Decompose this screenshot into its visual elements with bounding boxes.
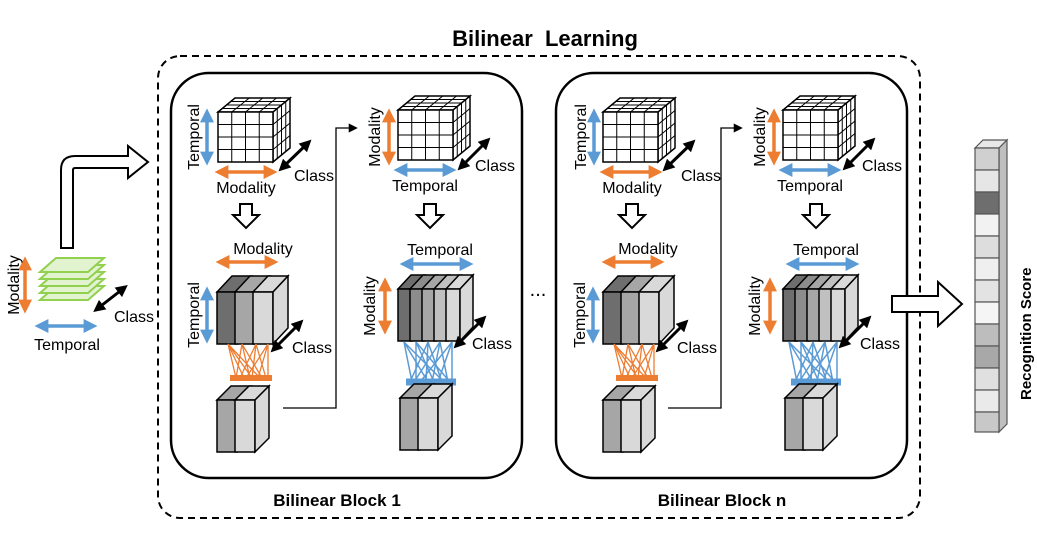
bilinear-block-n: Bilinear Block n Temporal Modality Class… xyxy=(554,71,909,510)
block-n-route-line xyxy=(668,123,743,409)
input-temporal-label: Temporal xyxy=(34,337,100,354)
blocks-to-score-arrow xyxy=(891,279,964,329)
blocks-ellipsis: ... xyxy=(530,279,547,301)
input-modality-label: Modality xyxy=(6,255,23,315)
tensor-nb-class-label: Class xyxy=(862,158,902,175)
feature-1a-temporal-label: Temporal xyxy=(186,282,203,348)
tensor-1a-temporal-label: Temporal xyxy=(186,104,203,170)
down-arrow-nb xyxy=(800,203,832,230)
tensor-1a-modality-label: Modality xyxy=(216,180,276,197)
feature-nb xyxy=(781,273,860,343)
tensor-1b xyxy=(395,94,473,162)
input-class-label: Class xyxy=(114,309,154,326)
feature-nb-class-arrow xyxy=(838,315,872,349)
feature-1b-temporal-label: Temporal xyxy=(407,242,473,259)
feature-1b-class-label: Class xyxy=(472,336,512,353)
tensor-1a xyxy=(215,96,293,164)
block-1-caption: Bilinear Block 1 xyxy=(273,491,401,510)
tensor-nb-temporal-label: Temporal xyxy=(777,178,843,195)
tensor-na-modality-label: Modality xyxy=(602,180,662,197)
bilinear-block-1: Bilinear Block 1 Temporal Modality Class… xyxy=(169,71,524,510)
block-1-frame xyxy=(169,71,524,480)
feature-na-temporal-label: Temporal xyxy=(572,282,589,348)
connections-1a xyxy=(227,343,269,379)
block-n-frame xyxy=(554,71,909,480)
tensor-na-class-label: Class xyxy=(681,168,721,185)
tensor-nb xyxy=(780,94,858,162)
feature-nb-class-label: Class xyxy=(860,336,900,353)
tensor-1a-class-label: Class xyxy=(294,168,334,185)
tensor-na-temporal-label: Temporal xyxy=(573,104,590,170)
feature-na-class-label: Class xyxy=(677,340,717,357)
tensor-1b-temporal-label: Temporal xyxy=(392,178,458,195)
connections-1b xyxy=(403,341,453,383)
down-arrow-1a xyxy=(230,203,262,230)
connections-nb xyxy=(788,341,838,383)
tensor-na xyxy=(600,96,678,164)
feature-1a xyxy=(215,274,290,346)
output-nb xyxy=(783,382,839,452)
output-na xyxy=(601,384,657,454)
feature-1b-class-arrow xyxy=(453,315,487,349)
tensor-1a-class-arrow xyxy=(278,139,312,172)
connections-na xyxy=(613,343,655,379)
tensor-1b-class-arrow xyxy=(457,137,491,171)
stacked-green-sheets-icon xyxy=(37,257,107,301)
feature-na-modality-label: Modality xyxy=(618,241,678,258)
tensor-na-class-arrow xyxy=(662,139,696,172)
feature-na xyxy=(601,274,676,346)
feature-1b xyxy=(396,273,475,343)
down-arrow-na xyxy=(616,203,648,230)
class-axis-arrow xyxy=(93,285,128,312)
feature-nb-temporal-label: Temporal xyxy=(793,242,859,259)
output-1a xyxy=(215,384,271,454)
input-stack: Modality Temporal Class xyxy=(6,255,154,354)
block-n-caption: Bilinear Block n xyxy=(658,491,786,510)
tensor-nb-class-arrow xyxy=(842,137,876,171)
bilinear-learning-frame xyxy=(157,55,921,519)
feature-1b-modality-label: Modality xyxy=(362,276,379,336)
tensor-nb-modality-label: Modality xyxy=(752,107,769,167)
block-1-route-line xyxy=(283,123,358,409)
feature-na-class-arrow xyxy=(655,319,689,353)
feature-nb-modality-label: Modality xyxy=(747,276,764,336)
score-column-icon xyxy=(973,138,1009,434)
feature-1a-modality-label: Modality xyxy=(233,241,293,258)
diagram-title: Bilinear Learning xyxy=(452,26,638,51)
tensor-1b-class-label: Class xyxy=(475,158,515,175)
feature-1a-class-label: Class xyxy=(292,340,332,357)
feature-1a-class-arrow xyxy=(270,319,304,353)
down-arrow-1b xyxy=(414,203,446,230)
output-1b xyxy=(398,382,454,452)
input-to-blocks-arrow xyxy=(60,143,150,249)
recognition-score-label: Recognition Score xyxy=(1018,267,1035,400)
tensor-1b-modality-label: Modality xyxy=(367,107,384,167)
